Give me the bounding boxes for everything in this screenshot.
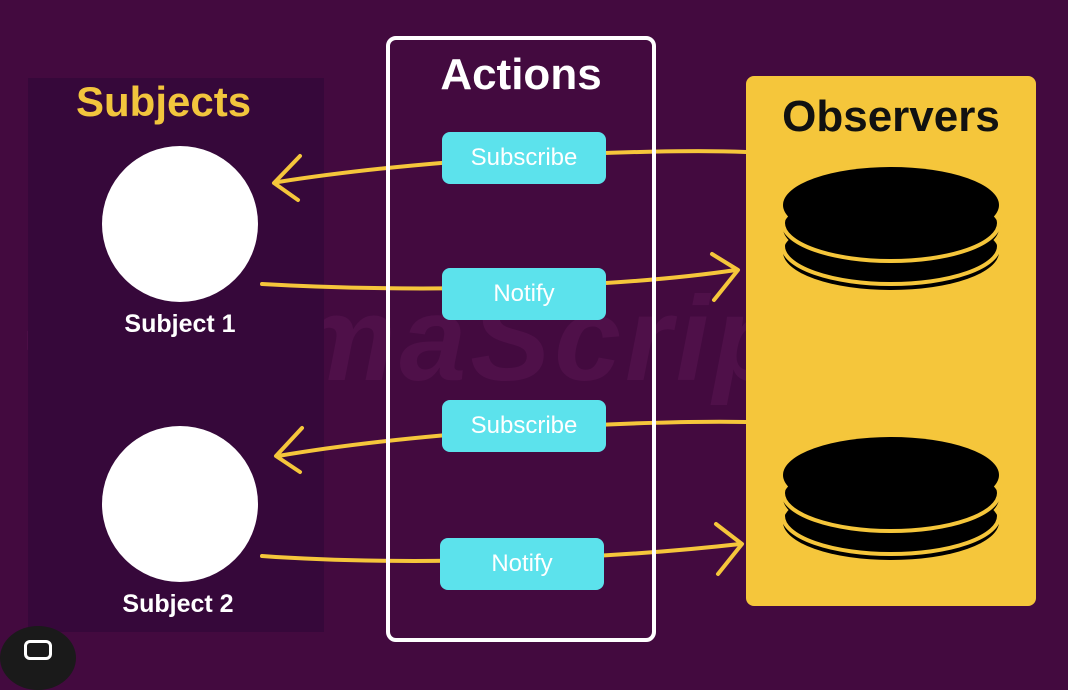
observer-stacks (781, 167, 1001, 560)
subscribe-pill-1: Subscribe (442, 132, 606, 184)
subject-1-circle (102, 146, 258, 302)
observer-2-stack (781, 437, 1001, 560)
actions-box (386, 36, 656, 642)
actions-title: Actions (440, 50, 602, 99)
subscribe-pill-2: Subscribe (442, 400, 606, 452)
subject-2-label: Subject 2 (122, 590, 234, 618)
clipboard-icon[interactable] (0, 626, 76, 690)
observer-1-stack (781, 167, 1001, 290)
notify-pill-2: Notify (440, 538, 604, 590)
notify-pill-1: Notify (442, 268, 606, 320)
subject-2-circle (102, 426, 258, 582)
observers-title: Observers (782, 92, 1000, 141)
subject-1-label: Subject 1 (124, 310, 236, 338)
subjects-title: Subjects (76, 78, 252, 125)
